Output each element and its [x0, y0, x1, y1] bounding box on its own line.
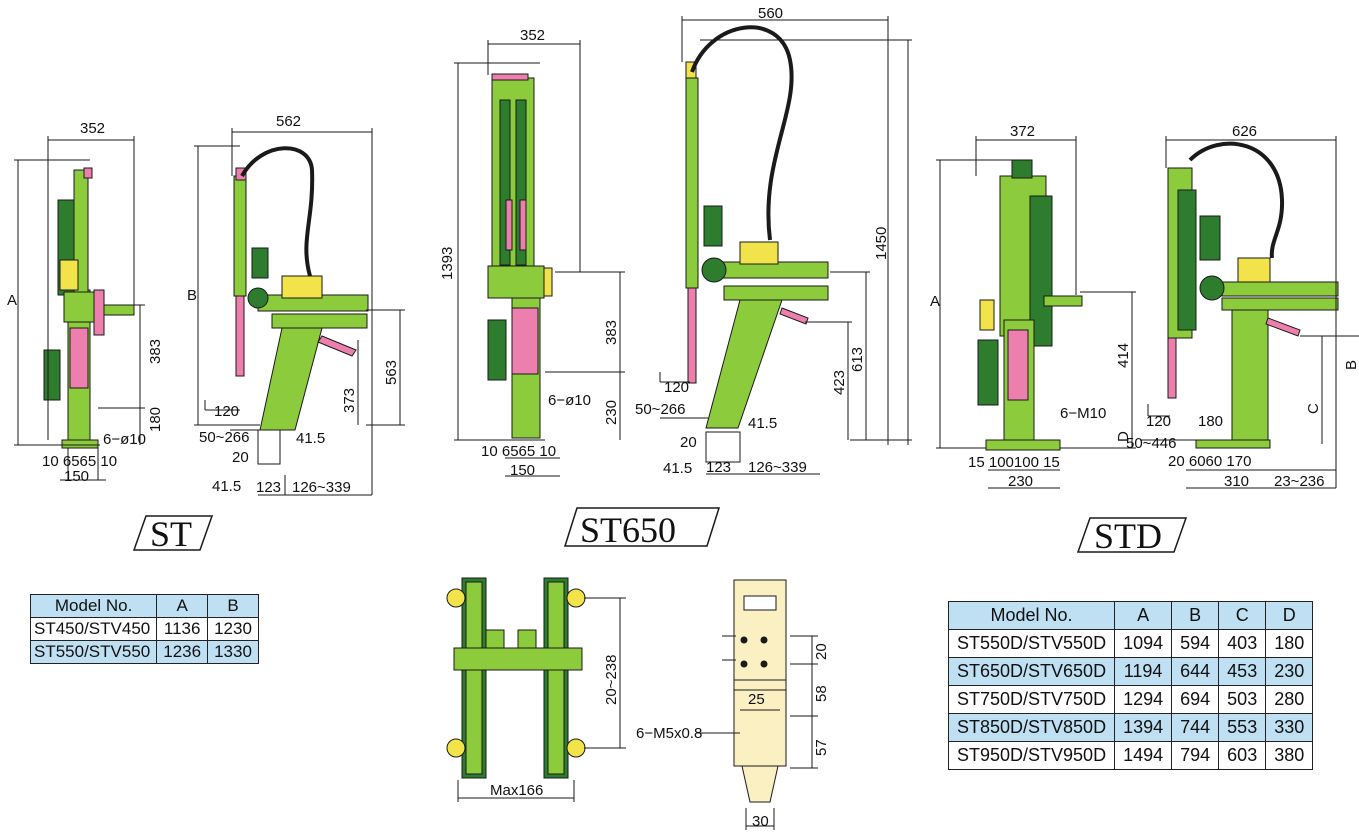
dim-st650-side-50: 50~266: [635, 401, 685, 418]
dim-st-width: 352: [80, 120, 105, 137]
dim-holder-57: 57: [813, 739, 830, 756]
dim-std-side-23: 23~236: [1274, 473, 1324, 490]
dim-st650-383: 383: [603, 320, 620, 345]
dim-std-side-180: 180: [1198, 413, 1223, 430]
dim-st-base1: 10 6565 10: [42, 453, 117, 470]
dim-st-base2: 150: [64, 468, 89, 485]
dim-st650-side-20: 20: [680, 434, 697, 451]
dim-st650-base2: 150: [510, 462, 535, 479]
dim-st-side-373: 373: [341, 388, 358, 413]
dim-st-side-415a: 41.5: [296, 430, 325, 447]
st-model-table: Model No. A B ST450/STV450 1136 1230 ST5…: [29, 594, 259, 664]
dim-std-414: 414: [1115, 343, 1132, 368]
std-side-view: [1140, 136, 1359, 489]
holder-detail-view: [696, 579, 818, 830]
dim-st-side-50: 50~266: [199, 429, 249, 446]
dim-holder-m5: 6−M5x0.8: [636, 725, 702, 742]
label-st650: ST650: [580, 510, 676, 550]
dim-st650-side-415b: 41.5: [663, 460, 692, 477]
st-front-view: [14, 136, 145, 481]
table-header: Model No.: [29, 594, 158, 618]
dim-st650-side-width: 560: [758, 5, 783, 22]
dim-std-base1: 15 100100 15: [968, 454, 1060, 471]
dim-holder-25: 25: [748, 691, 765, 708]
st-side-view: [194, 128, 405, 496]
dim-std-side-width: 626: [1232, 123, 1257, 140]
dim-st-side-width: 562: [276, 113, 301, 130]
table-row: ST450/STV450 1136 1230: [29, 617, 259, 641]
dim-holder-20: 20: [813, 643, 830, 660]
dim-st650-side-415a: 41.5: [748, 415, 777, 432]
dim-std-side-c: C: [1305, 403, 1322, 414]
table-header: A: [1114, 601, 1173, 630]
dim-st-side-415b: 41.5: [212, 478, 241, 495]
dim-std-side-base1: 20 6060 170: [1168, 453, 1251, 470]
model-labels: ST ST650 STD: [150, 510, 1162, 556]
dim-holder-30: 30: [752, 813, 769, 830]
dimension-labels: 352 A 383 180 6−ø10 10 6565 10 150 562 B…: [7, 5, 1359, 830]
dim-st-a: A: [7, 292, 17, 309]
table-header: C: [1218, 601, 1267, 630]
table-row: ST750D/STV750D 1294 694 503 280: [947, 685, 1314, 714]
dim-std-a: A: [930, 293, 940, 310]
dim-st650-side-123: 123: [706, 459, 731, 476]
dim-st650-side-1450: 1450: [873, 227, 890, 260]
rail-detail-view: [446, 577, 626, 802]
dim-st-383: 383: [147, 339, 164, 364]
dim-st-side-b: B: [187, 287, 197, 304]
dim-st650-side-613: 613: [849, 347, 866, 372]
dim-st650-side-120: 120: [664, 379, 689, 396]
dim-std-d: D: [1115, 431, 1132, 442]
dim-rail-max166: Max166: [490, 782, 543, 799]
dim-st650-side-423: 423: [831, 370, 848, 395]
dim-st650-1393: 1393: [439, 247, 456, 280]
dim-std-hole: 6−M10: [1060, 405, 1106, 422]
table-header: D: [1265, 601, 1314, 630]
dim-st-180: 180: [147, 407, 164, 432]
label-st: ST: [150, 514, 192, 554]
table-row: ST850D/STV850D 1394 744 553 330: [947, 713, 1314, 742]
dim-std-width: 372: [1010, 123, 1035, 140]
label-std: STD: [1094, 516, 1162, 556]
st650-front-view: [454, 40, 625, 477]
dim-st650-width: 352: [520, 27, 545, 44]
table-row: ST550D/STV550D 1094 594 403 180: [947, 629, 1314, 658]
table-header: Model No.: [947, 601, 1116, 630]
dim-st650-side-126: 126~339: [748, 459, 807, 476]
table-header: A: [156, 594, 209, 618]
dim-st-side-126: 126~339: [292, 479, 351, 496]
dim-std-side-b: B: [1343, 360, 1359, 370]
dim-st-side-120: 120: [214, 403, 239, 420]
dim-st-side-123: 123: [256, 479, 281, 496]
dim-st-hole: 6−ø10: [103, 431, 146, 448]
dim-st-side-563: 563: [383, 360, 400, 385]
table-row: ST550/STV550 1236 1330: [29, 640, 259, 664]
dim-holder-58: 58: [813, 685, 830, 702]
std-model-table: Model No. A B C D ST550D/STV550D 1094 59…: [947, 601, 1314, 770]
dim-std-side-310: 310: [1224, 473, 1249, 490]
table-row: ST650D/STV650D 1194 644 453 230: [947, 657, 1314, 686]
dim-rail-20-238: 20~238: [603, 655, 620, 705]
dim-std-side-50: 50~446: [1126, 435, 1176, 452]
table-row: ST950D/STV950D 1494 794 603 380: [947, 741, 1314, 770]
dim-st650-base1: 10 6565 10: [481, 443, 556, 460]
dim-std-base2: 230: [1008, 473, 1033, 490]
st650-side-view: [659, 16, 912, 475]
dim-st650-hole: 6−ø10: [548, 392, 591, 409]
table-header: B: [1171, 601, 1220, 630]
std-front-view: [936, 136, 1136, 489]
table-header: B: [207, 594, 259, 618]
dim-st-side-20: 20: [232, 449, 249, 466]
dim-std-side-120: 120: [1146, 413, 1171, 430]
dim-st650-230: 230: [603, 400, 620, 425]
